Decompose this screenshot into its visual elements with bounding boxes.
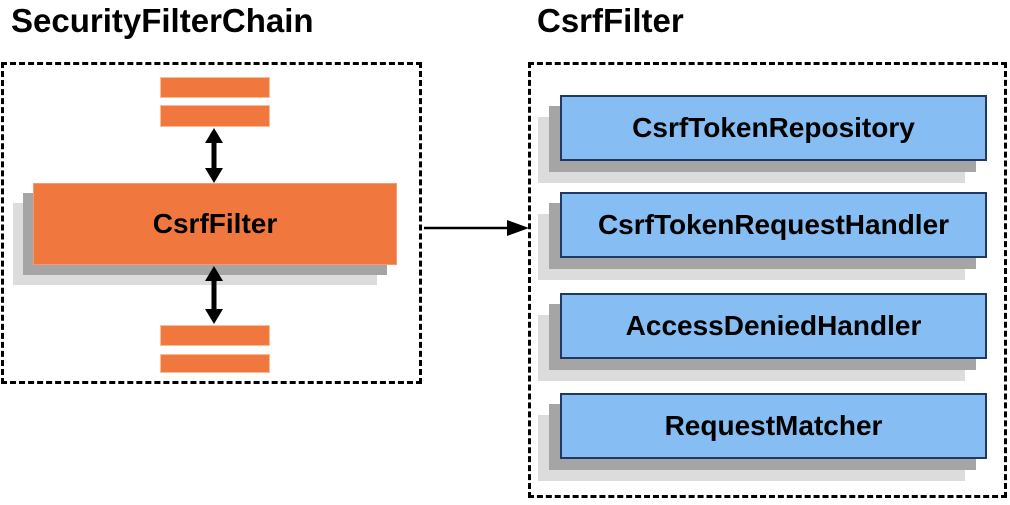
csrf-filter-box: CsrfFilter [33, 183, 397, 265]
access-denied-handler-box: AccessDeniedHandler [560, 293, 987, 359]
filter-bar-top-1 [160, 77, 270, 98]
csrf-token-repository-box: CsrfTokenRepository [560, 95, 987, 161]
component-row: CsrfTokenRequestHandler [538, 192, 987, 280]
csrf-filter-box-label: CsrfFilter [152, 208, 278, 239]
component-row: CsrfTokenRepository [538, 95, 987, 183]
component-label: CsrfTokenRepository [632, 112, 915, 143]
filter-bar-bottom-2 [160, 354, 270, 373]
connector-arrow [424, 220, 529, 236]
security-filter-chain-title: SecurityFilterChain [11, 2, 314, 39]
component-row: AccessDeniedHandler [538, 293, 987, 381]
filter-bar-bottom-1 [160, 325, 270, 346]
csrf-filter-container [528, 62, 1007, 498]
csrf-filter-title: CsrfFilter [537, 2, 684, 39]
request-matcher-box: RequestMatcher [560, 393, 987, 459]
component-label: RequestMatcher [664, 410, 883, 441]
filter-bar-top-2 [160, 105, 270, 127]
component-label: AccessDeniedHandler [625, 310, 922, 341]
component-label: CsrfTokenRequestHandler [597, 209, 950, 240]
security-filter-chain-container [1, 62, 422, 384]
csrf-filter-stack: CsrfFilter [13, 183, 397, 287]
csrf-token-request-handler-box: CsrfTokenRequestHandler [560, 192, 987, 258]
component-row: RequestMatcher [538, 393, 987, 481]
